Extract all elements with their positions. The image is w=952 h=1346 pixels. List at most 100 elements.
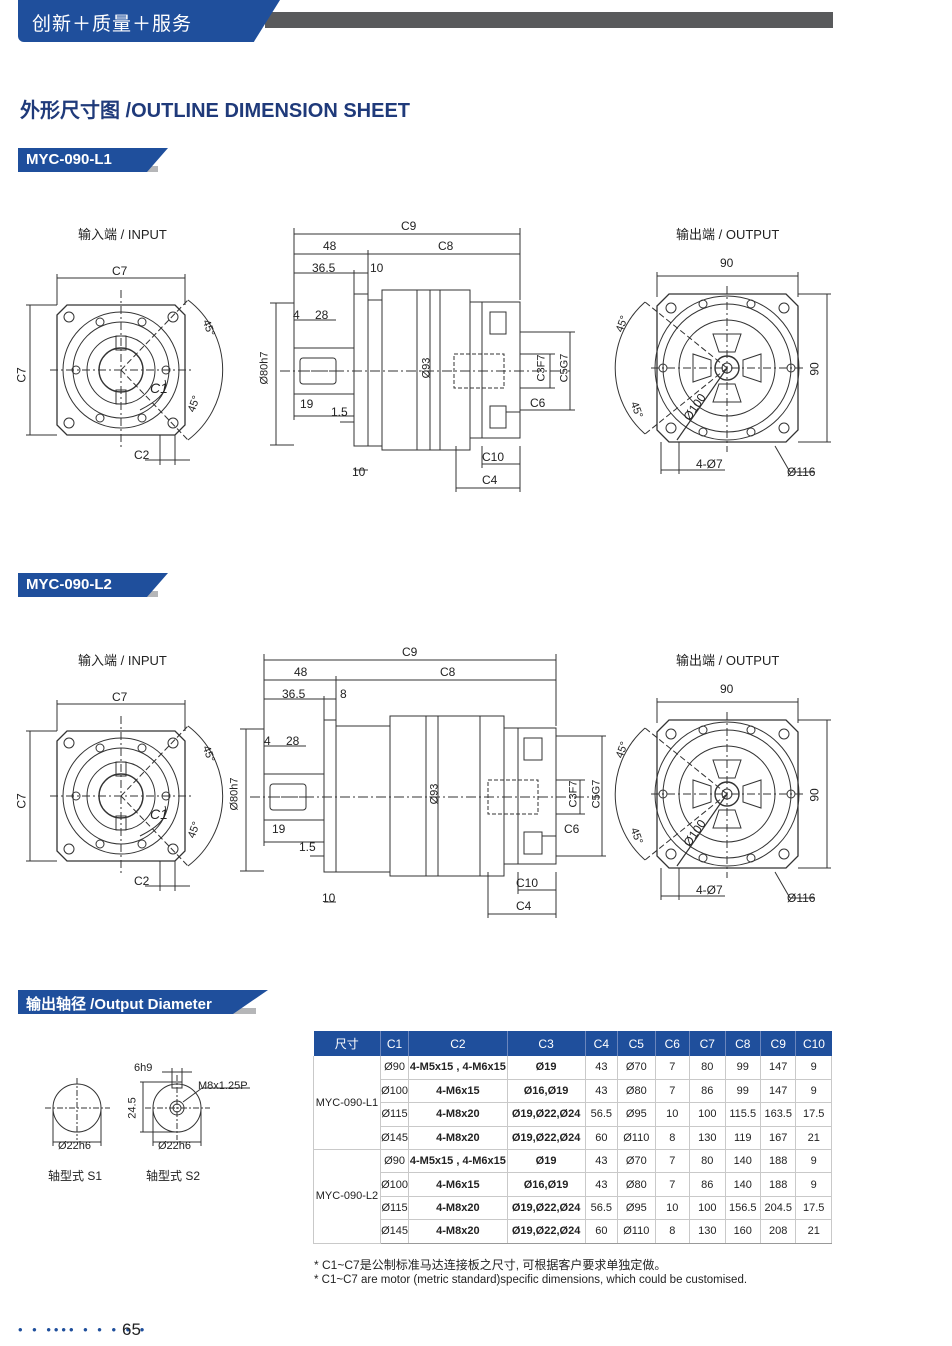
table-cell: Ø100	[380, 1079, 410, 1104]
dim-c1-l2: C1	[150, 806, 168, 822]
table-cell: Ø80	[617, 1079, 656, 1104]
output-view-label-l2: 输出端 / OUTPUT	[676, 653, 780, 668]
table-cell: 163.5	[760, 1102, 797, 1127]
dim-c8: C8	[438, 239, 454, 253]
table-cell: 86	[689, 1172, 726, 1197]
dim-c7-side-l2: C7	[14, 793, 29, 809]
dim-c1: C1	[150, 380, 168, 396]
table-cell: 167	[760, 1126, 797, 1151]
dim-90-top: 90	[720, 256, 734, 270]
table-cell: Ø100	[380, 1172, 410, 1197]
input-view-label: 输入端 / INPUT	[78, 227, 167, 242]
note-cn: * C1~C7是公制标准马达连接板之尺寸, 可根据客户要求单独定做。	[314, 1258, 667, 1272]
table-header: C8	[725, 1031, 761, 1056]
dim-c10-l2: C10	[516, 876, 539, 890]
dim-c7-side: C7	[14, 367, 29, 383]
table-cell: Ø19,Ø22,Ø24	[507, 1126, 586, 1151]
table-cell: Ø19,Ø22,Ø24	[507, 1102, 586, 1127]
table-cell: 9	[795, 1149, 832, 1174]
table-cell: Ø110	[617, 1126, 656, 1151]
dim-c9: C9	[401, 219, 417, 233]
table-cell: 4-M8x20	[408, 1219, 508, 1244]
table-cell: Ø19	[507, 1056, 586, 1080]
dim-c6-l2: C6	[564, 822, 580, 836]
table-cell: Ø110	[617, 1219, 656, 1244]
dim-90-side: 90	[807, 362, 822, 376]
shaft-key-height: 24.5	[126, 1097, 139, 1119]
table-cell: 160	[725, 1219, 761, 1244]
header-bar	[265, 12, 833, 28]
table-cell: 147	[760, 1079, 797, 1104]
table-cell: 21	[795, 1219, 832, 1244]
note-en: * C1~C7 are motor (metric standard)speci…	[314, 1274, 748, 1286]
table-cell: Ø16,Ø19	[507, 1172, 586, 1197]
dim-c2: C2	[134, 448, 150, 462]
header-tab	[18, 0, 280, 42]
dim-c3-l2: C3F7	[567, 780, 580, 808]
table-cell: Ø90	[380, 1056, 410, 1080]
dim-28-l2: 28	[286, 734, 300, 748]
table-cell: Ø115	[380, 1196, 410, 1221]
table-cell: Ø19	[507, 1149, 586, 1174]
table-cell: 147	[760, 1056, 797, 1080]
dim-holes: 4-Ø7	[696, 457, 723, 471]
output-view-label: 输出端 / OUTPUT	[676, 227, 780, 242]
table-cell: Ø145	[380, 1126, 410, 1151]
dim-1-5: 1.5	[331, 405, 348, 419]
shaft-s2-label: 轴型式 S2	[146, 1169, 201, 1183]
table-cell: 99	[725, 1056, 761, 1080]
dim-phi80: Ø80h7	[258, 351, 271, 385]
dim-phi80-l2: Ø80h7	[228, 777, 241, 811]
table-header: C5	[617, 1031, 656, 1056]
dim-c10: C10	[482, 450, 505, 464]
table-cell: 4-M5x15 , 4-M6x15	[408, 1056, 508, 1080]
side-view-drawing-l2	[240, 654, 606, 918]
dim-c4: C4	[482, 473, 498, 487]
table-cell: Ø95	[617, 1102, 656, 1127]
dim-8-l2: 8	[340, 687, 347, 701]
table-cell: Ø80	[617, 1172, 656, 1197]
table-header: C4	[585, 1031, 619, 1056]
output-view-drawing-l2	[614, 698, 831, 900]
table-header: C9	[760, 1031, 797, 1056]
table-cell-model: MYC-090-L1	[313, 1056, 381, 1151]
dim-90-top-l2: 90	[720, 682, 734, 696]
table-cell: 43	[585, 1172, 619, 1197]
dim-36-5-l2: 36.5	[282, 687, 306, 701]
dim-1-5-l2: 1.5	[299, 840, 316, 854]
table-cell: 7	[655, 1056, 691, 1080]
dim-28: 28	[315, 308, 329, 322]
dim-c2-l2: C2	[134, 874, 150, 888]
spec-table-header-row: 尺寸 C1 C2 C3 C4 C5 C6 C7 C8 C9 C10	[313, 1031, 832, 1056]
shaft-s2-diameter: Ø22h6	[158, 1140, 192, 1152]
side-view-drawing-l1	[270, 228, 575, 492]
dim-phi93: Ø93	[420, 357, 433, 379]
table-cell: 7	[655, 1172, 691, 1197]
spec-table: 尺寸 C1 C2 C3 C4 C5 C6 C7 C8 C9 C10 MYC-09…	[313, 1031, 832, 1244]
table-cell: 8	[655, 1126, 691, 1151]
table-cell: 130	[689, 1126, 726, 1151]
table-cell: 188	[760, 1149, 797, 1174]
table-cell: 56.5	[585, 1196, 619, 1221]
table-cell: 80	[689, 1056, 726, 1080]
table-cell: 60	[585, 1219, 619, 1244]
input-view-drawing-l2	[26, 700, 224, 891]
table-cell: 43	[585, 1149, 619, 1174]
table-cell: 43	[585, 1079, 619, 1104]
dim-c4-l2: C4	[516, 899, 532, 913]
table-cell: 140	[725, 1172, 761, 1197]
table-cell: Ø70	[617, 1149, 656, 1174]
table-cell: 60	[585, 1126, 619, 1151]
dim-phi116-l2: Ø116	[787, 891, 816, 905]
shaft-key-width: 6h9	[134, 1062, 153, 1074]
dim-10-bottom: 10	[352, 465, 366, 479]
table-header: C3	[507, 1031, 586, 1056]
dim-c7-top: C7	[112, 264, 128, 278]
dim-c9-l2: C9	[402, 645, 418, 659]
table-cell: 17.5	[795, 1102, 832, 1127]
